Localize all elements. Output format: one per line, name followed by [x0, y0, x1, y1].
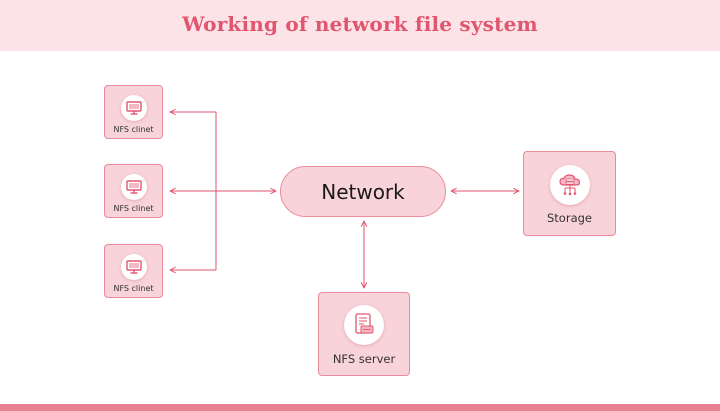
- nfs-client-1-label: NFS clinet: [113, 125, 154, 134]
- nfs-document-icon: [344, 305, 384, 345]
- nfs-client-3-label: NFS clinet: [113, 284, 154, 293]
- cloud-storage-icon: [550, 165, 590, 205]
- computer-icon: [121, 95, 147, 121]
- computer-icon: [121, 254, 147, 280]
- nfs-client-1-node: NFS clinet: [104, 85, 163, 139]
- computer-icon: [121, 174, 147, 200]
- diagram-title: Working of network file system: [182, 12, 538, 36]
- storage-node: Storage: [523, 151, 616, 236]
- nfs-client-2-node: NFS clinet: [104, 164, 163, 218]
- bottom-accent-bar: [0, 404, 720, 411]
- nfs-server-node: NFS server: [318, 292, 410, 376]
- network-node: Network: [280, 166, 446, 217]
- nfs-client-2-label: NFS clinet: [113, 204, 154, 213]
- header-band: [0, 0, 720, 51]
- network-label: Network: [321, 179, 405, 204]
- nfs-client-3-node: NFS clinet: [104, 244, 163, 298]
- storage-label: Storage: [547, 211, 592, 225]
- nfs-server-label: NFS server: [332, 352, 396, 366]
